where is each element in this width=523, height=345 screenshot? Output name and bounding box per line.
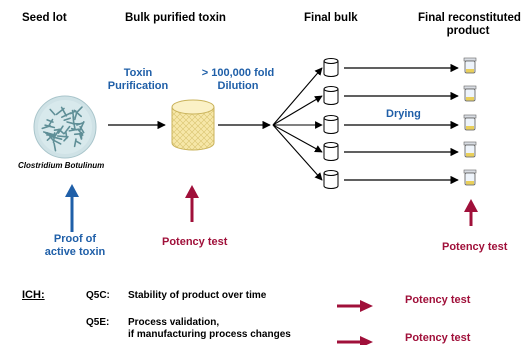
- header-final-product-line1: Final reconstituted: [418, 12, 521, 24]
- label-potency-test-final: Potency test: [442, 241, 508, 253]
- bacterium-mark: [48, 118, 54, 126]
- vial-cap: [463, 169, 477, 174]
- red-up-arrow-bulk: [185, 185, 199, 222]
- label-toxin-purification-line2: Purification: [107, 79, 169, 92]
- ich-item-2-text-line1: Process validation,: [128, 317, 220, 328]
- final-bulk-container-top: [323, 58, 339, 64]
- vial-content: [466, 126, 474, 130]
- bacterium-mark: [58, 128, 65, 135]
- header-bulk-purified-toxin: Bulk purified toxin: [125, 12, 226, 24]
- final-bulk-row: [323, 141, 477, 161]
- label-proof-active-toxin: Proof of active toxin: [40, 233, 110, 258]
- ich-item-2-text: Process validation, if manufacturing pro…: [128, 317, 291, 340]
- vial-cap: [463, 114, 477, 119]
- vial-content: [466, 153, 474, 157]
- bacterium-mark: [63, 117, 71, 121]
- final-bulk-container-icon: [323, 145, 339, 161]
- header-final-product-line2: product: [446, 25, 490, 38]
- petri-dish-icon: [33, 95, 97, 159]
- header-final-product: Final reconstituted product: [418, 12, 521, 38]
- ich-item-1-test: Potency test: [405, 294, 471, 306]
- label-dilution-line2: Dilution: [217, 79, 259, 92]
- vial-cap: [463, 57, 477, 62]
- ich-red-arrow-2: [337, 336, 373, 345]
- label-drying: Drying: [386, 108, 421, 120]
- final-bulk-container-icon: [323, 61, 339, 77]
- bacterium-mark: [55, 107, 65, 116]
- bacterium-mark: [74, 111, 78, 121]
- bacterium-mark: [57, 125, 64, 134]
- bacterium-mark: [41, 125, 52, 130]
- bacterium-mark: [52, 132, 56, 144]
- ich-item-1-text: Stability of product over time: [128, 290, 267, 301]
- final-bulk-container-icon: [323, 89, 339, 105]
- vial-cap: [463, 141, 477, 146]
- bacterium-mark: [42, 131, 55, 136]
- ich-item-2-test: Potency test: [405, 332, 471, 344]
- vial-cap: [463, 85, 477, 90]
- label-proof-line1: Proof of: [53, 233, 97, 245]
- ich-item-2-code: Q5E:: [86, 317, 110, 328]
- vial-content: [466, 69, 474, 73]
- bacterium-mark: [79, 121, 85, 131]
- bacterium-mark: [63, 125, 71, 135]
- bacterium-mark: [45, 132, 56, 138]
- ich-label: ICH:: [22, 289, 45, 301]
- bacterium-mark: [75, 140, 82, 145]
- bulk-container-icon: [171, 99, 215, 151]
- final-bulk-row: [323, 57, 477, 77]
- final-bulk-rows: [323, 57, 477, 189]
- final-bulk-row: [323, 114, 477, 134]
- final-bulk-container-icon: [323, 118, 339, 134]
- header-final-bulk: Final bulk: [304, 12, 358, 24]
- bacterium-mark: [66, 121, 74, 125]
- label-toxin-purification-line1: Toxin: [123, 67, 153, 79]
- label-dilution: > 100,000 fold Dilution: [196, 67, 280, 92]
- vial-content: [466, 181, 474, 185]
- vial-content: [466, 97, 474, 101]
- bacterium-mark: [63, 135, 69, 142]
- label-potency-test-bulk: Potency test: [162, 236, 228, 248]
- final-bulk-container-top: [323, 86, 339, 92]
- fan-out-lines: [272, 67, 323, 181]
- bacterium-mark: [73, 132, 84, 136]
- label-toxin-purification: Toxin Purification: [104, 67, 172, 92]
- ich-item-1-code: Q5C:: [86, 290, 110, 301]
- ich-item-2-text-line2: if manufacturing process changes: [128, 328, 291, 340]
- final-bulk-container-icon: [323, 173, 339, 189]
- final-bulk-row: [323, 85, 477, 105]
- label-organism: Clostridium Botulinum: [18, 161, 105, 170]
- blue-up-arrow: [65, 184, 79, 232]
- bacterium-mark: [56, 135, 67, 138]
- final-bulk-container-top: [323, 170, 339, 176]
- bacterium-mark: [53, 142, 57, 152]
- final-bulk-container-top: [323, 142, 339, 148]
- bacterium-mark: [70, 127, 78, 131]
- final-bulk-row: [323, 169, 477, 189]
- bacterium-mark: [49, 108, 56, 116]
- bacterium-mark: [73, 138, 77, 148]
- label-dilution-line1: > 100,000 fold: [201, 67, 275, 79]
- ich-red-arrow-1: [337, 300, 373, 312]
- red-up-arrow-final: [464, 199, 478, 226]
- final-bulk-container-top: [323, 115, 339, 121]
- label-proof-line2: active toxin: [44, 245, 106, 258]
- header-seed-lot: Seed lot: [22, 12, 67, 24]
- bacterium-mark: [69, 110, 77, 115]
